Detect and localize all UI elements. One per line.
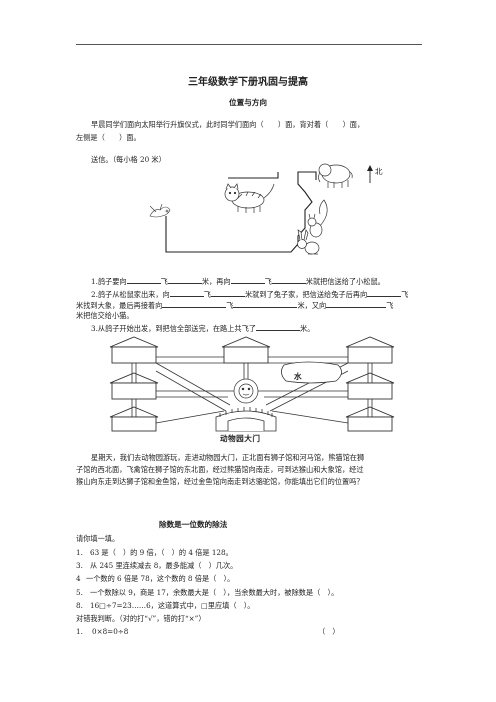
fill-item-8: 8.16□÷7=23……6，这道算式中，□里应填（ ）。 xyxy=(76,601,255,610)
letter-label: 送信。（每小格 20 米） xyxy=(91,155,166,164)
fill-label: 请你填一填。 xyxy=(76,534,120,543)
fill-item-5: 5.一个数除以 9，商是 17，余数最大是（ ），当余数最大时，被除数是（ ）。 xyxy=(76,588,339,597)
venue-box-left-top xyxy=(109,336,159,364)
north-arrow-icon xyxy=(367,165,373,183)
fill-item-1: 1.63 是（ ）的 9 倍，（ ）的 4 倍是 128。 xyxy=(76,548,233,557)
water-label: 水 xyxy=(294,372,302,381)
question-sun-line2: 左侧是（ ）面。 xyxy=(76,133,141,142)
zoo-paragraph-line3: 猴山向东走到达狮子馆和金鱼馆，经过金鱼馆向南走到达骆驼馆，你能填出它们的位置吗？ xyxy=(76,477,364,486)
route-question-2-line2: 米找到大象，最后再接着向飞米，又向飞 xyxy=(76,301,394,310)
question-sun-line1: 早晨同学们面向太阳举行升旗仪式，此时同学们面向（ ）面，背对着（ ）面， xyxy=(91,120,365,129)
zoo-paragraph-line2: 子馆的西北面，飞禽馆在狮子馆的东北面，经过熊猫馆向南走，可到达猴山和大象馆，经过 xyxy=(76,465,364,474)
route-map xyxy=(149,163,353,255)
route-question-2-line1: 2.鸽子从松鼠家出来，向飞米就到了兔子家，把信送给兔子后再向飞 xyxy=(91,290,409,299)
section-title-division: 除数是一位数的除法 xyxy=(159,520,228,529)
gate-label: 动物园大门 xyxy=(220,434,261,443)
top-rule xyxy=(76,44,422,45)
zoo-paragraph-line1: 星期天，我们去动物园游玩，走进动物园大门，正北面有狮子馆和河马馆，熊猫馆在狮 xyxy=(91,453,365,462)
lion-icon xyxy=(233,378,259,404)
zoo-gate-icon xyxy=(215,407,277,432)
route-question-2-line3: 米把信交给小猫。 xyxy=(76,311,134,320)
pigeon-icon xyxy=(149,203,171,218)
venue-box-right-top xyxy=(345,336,395,364)
judge-item-1-answer[interactable]: （ ） xyxy=(318,627,340,636)
route-question-1: 1.鸽子要向飞米，再向飞米就把信送给了小松鼠。 xyxy=(91,277,385,286)
rabbit-icon xyxy=(297,229,320,255)
venue-box-right-bottom xyxy=(345,406,395,432)
fill-item-3: 3.从 245 里连续减去 8，最多能减（ ）几次。 xyxy=(76,561,238,570)
venue-box-left-bottom xyxy=(109,406,159,432)
north-label: 北 xyxy=(375,167,383,176)
cat-icon xyxy=(224,183,275,213)
venue-box-middle-top xyxy=(221,336,271,364)
page-title: 三年级数学下册巩固与提高 xyxy=(188,77,308,88)
elephant-icon xyxy=(318,163,353,188)
judge-item-1: 1.0×8=0÷8 xyxy=(76,627,129,636)
venue-box-right-mid xyxy=(345,372,395,400)
route-question-3: 3.从鸽子开始出发，到把信全部送完，在路上共飞了米。 xyxy=(91,324,315,333)
section-subtitle-position: 位置与方向 xyxy=(229,98,267,107)
venue-box-left-mid xyxy=(109,372,159,400)
squirrel-icon xyxy=(307,199,328,238)
judge-label: 对错我判断。（对的打“√”，错的打“×”） xyxy=(76,614,206,623)
zoo-map xyxy=(109,336,395,432)
water-pond xyxy=(281,361,342,384)
